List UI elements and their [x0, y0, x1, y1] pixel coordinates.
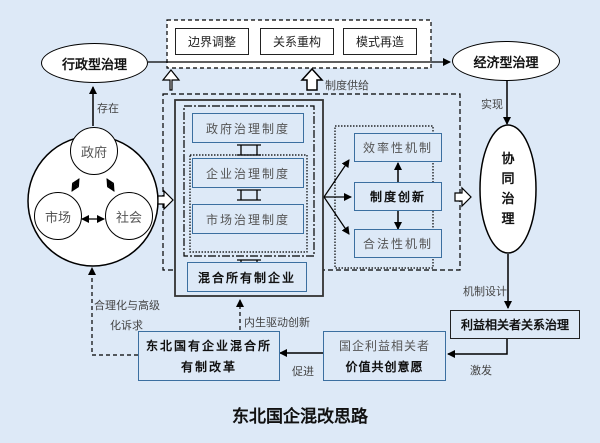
middle-dashed-container [162, 93, 461, 271]
reform-line1: 东北国有企业混合所 [145, 339, 272, 353]
top-box-boundary: 边界调整 [175, 28, 249, 55]
rational-label-2: 化诉求 [110, 319, 143, 332]
promote-label: 促进 [292, 365, 314, 378]
triad-society-circle: 社会 [105, 192, 153, 240]
supply-arrow-shape [300, 67, 324, 91]
legitimacy-mechanism-box: 合法性机制 [354, 229, 442, 258]
supply-hollow-arrow [161, 69, 181, 91]
mechanism-design-label: 机制设计 [463, 285, 507, 298]
diagram-title: 东北国企混改思路 [232, 407, 368, 427]
triad-to-institution-arrow [157, 189, 174, 211]
gov-institution-box: 政府治理制度 [192, 113, 304, 143]
collab-oval [479, 124, 537, 254]
efficiency-mechanism-box: 效率性机制 [354, 133, 442, 162]
top-box-mode: 模式再造 [343, 28, 417, 55]
market-institution-box: 市场治理制度 [192, 204, 304, 234]
inspire-label: 激发 [470, 364, 492, 377]
economic-governance-oval: 经济型治理 [452, 41, 560, 81]
realize-label: 实现 [481, 98, 503, 111]
enterprise-institution-box: 企业治理制度 [192, 158, 304, 188]
stakeholder-governance-box: 利益相关者关系治理 [450, 310, 580, 339]
triad-market-circle: 市场 [34, 192, 82, 240]
reform-line2: 有制改革 [180, 360, 237, 374]
value-line1: 国企利益相关者 [338, 339, 430, 353]
exist-label: 存在 [97, 102, 119, 115]
rational-label-1: 合理化与高级 [94, 299, 160, 312]
endogenous-label: 内生驱动创新 [244, 316, 310, 329]
mixed-enterprise-box: 混合所有制企业 [187, 262, 307, 292]
supply-label: 制度供给 [325, 79, 369, 92]
mechanism-to-collab-arrow [454, 186, 472, 208]
admin-governance-oval: 行政型治理 [41, 43, 148, 83]
reform-box: 东北国有企业混合所 有制改革 [138, 331, 280, 381]
institutional-innovation-box: 制度创新 [354, 182, 442, 211]
collab-governance-label: 协同治理 [501, 152, 515, 227]
top-box-relation: 关系重构 [260, 28, 334, 55]
value-line2: 价值共创意愿 [345, 360, 424, 374]
triad-gov-circle: 政府 [70, 127, 118, 175]
value-cocreation-box: 国企利益相关者 价值共创意愿 [323, 331, 446, 381]
